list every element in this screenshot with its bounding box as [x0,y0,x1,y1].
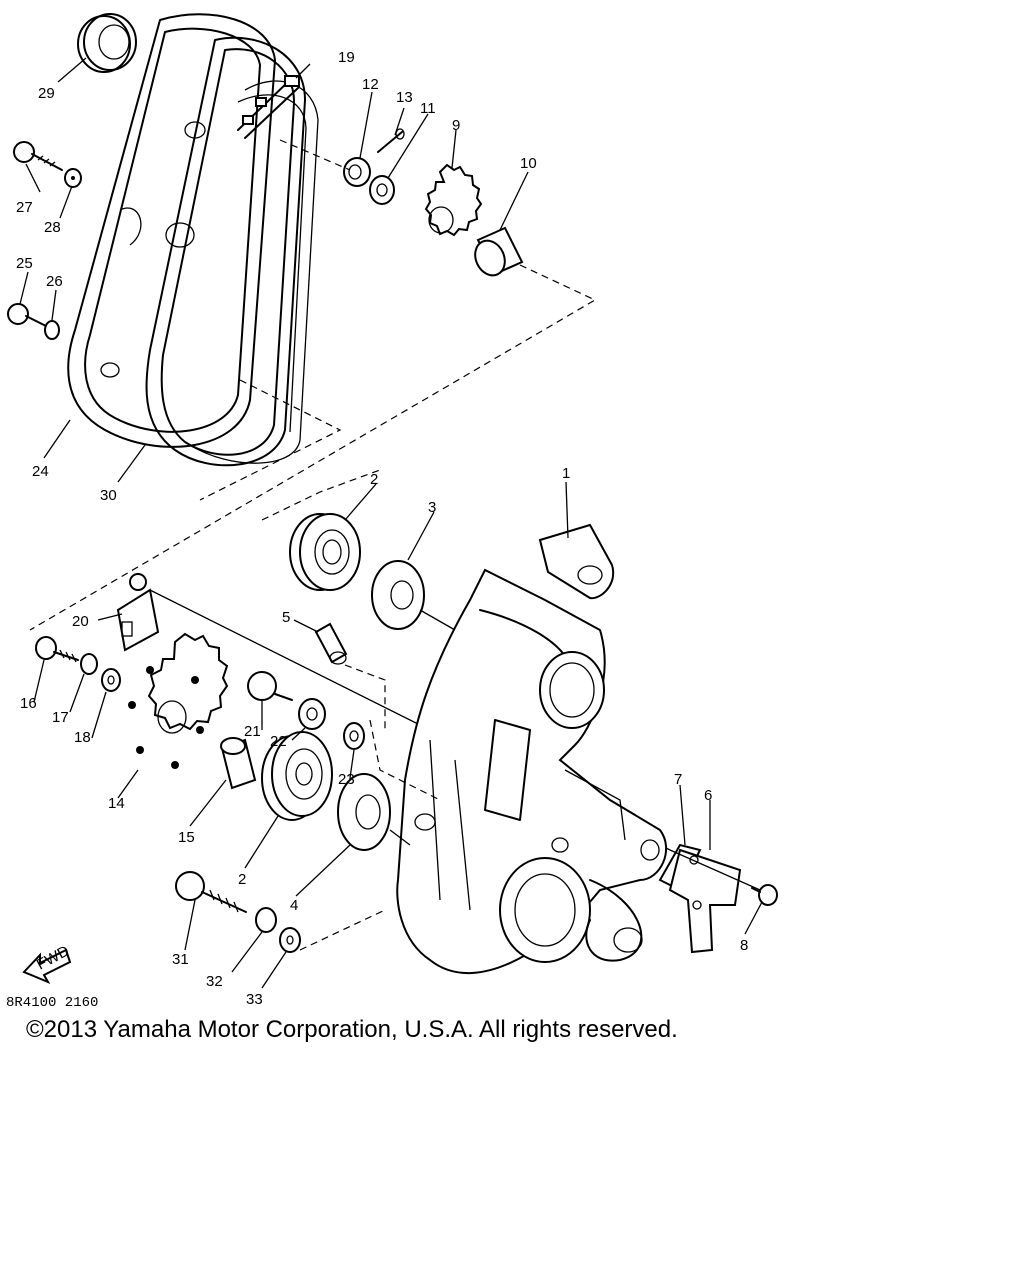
forward-arrow-icon: FWD [22,942,72,985]
label-14: 14 [108,795,125,812]
label-1: 1 [562,465,570,482]
label-11: 11 [420,100,436,117]
part-27-bolt [13,141,63,171]
part-6-plate [668,848,742,954]
label-31: 31 [172,951,189,968]
label-6: 6 [704,787,712,804]
part-30-case-gasket [145,36,306,467]
part-4-seal [337,773,391,851]
part-labels: 29 19 12 13 11 9 10 27 28 25 26 24 30 2 … [16,49,748,1008]
label-7: 7 [674,771,682,788]
label-18: 18 [74,729,91,746]
part-31-bolt [175,871,247,913]
part-18-washer [101,668,121,692]
leader-lines [19,57,763,989]
label-8: 8 [740,937,748,954]
part-20-tensioner [116,573,160,652]
part-25-bolt [7,303,47,327]
part-11-washer [369,175,395,205]
part-1-bracket [538,523,615,600]
label-33: 33 [246,991,263,1008]
drive-chain [189,80,319,464]
label-29: 29 [38,85,55,102]
label-30: 30 [100,487,117,504]
part-12-nut [343,157,371,187]
part-26-washer [44,320,60,340]
label-19: 19 [338,49,355,66]
part-29-seal [77,13,137,73]
drawing-code: 8R4100 2160 [6,995,98,1010]
label-16: 16 [20,695,37,712]
label-23: 23 [338,771,355,788]
label-5: 5 [282,609,290,626]
part-32-washer [255,907,277,933]
copyright-notice: ©2013 Yamaha Motor Corporation, U.S.A. A… [26,1016,678,1043]
label-4: 4 [290,897,298,914]
part-15-collar [220,737,257,790]
label-22: 22 [270,733,287,750]
label-17: 17 [52,709,69,726]
chaincase-housing [396,568,667,974]
label-9: 9 [452,117,460,134]
part-10-collar [474,226,524,277]
exploded-parts-diagram: FWD 8R4100 2160 [6,13,778,1010]
label-10: 10 [520,155,537,172]
part-9-sprocket [424,163,483,237]
part-8-bolt [751,884,778,906]
label-21: 21 [244,723,261,740]
label-32: 32 [206,973,223,990]
label-2-upper: 2 [370,471,378,488]
label-28: 28 [44,219,61,236]
label-25: 25 [16,255,33,272]
part-13-cotter-pin [377,128,405,153]
label-13: 13 [396,89,413,106]
part-28-washer [64,168,82,188]
part-14-sprocket [128,632,229,769]
part-21-bolt [247,671,293,701]
part-3-seal [371,560,425,630]
label-27: 27 [16,199,33,216]
label-2-lower: 2 [238,871,246,888]
part-17-washer [80,653,98,675]
part-33-washer [279,927,301,953]
part-16-bolt [35,636,79,663]
part-22-nut [298,698,326,730]
label-20: 20 [72,613,89,630]
label-12: 12 [362,76,379,93]
part-24-chain-case-cover [67,13,276,448]
part-5-fitting [314,622,348,665]
part-2-bearing-lower [261,731,333,821]
part-19-chain-joint [237,75,300,139]
part-23-washer [343,722,365,750]
label-15: 15 [178,829,195,846]
label-3: 3 [428,499,436,516]
label-24: 24 [32,463,49,480]
label-26: 26 [46,273,63,290]
part-2-bearing-upper [289,513,361,591]
